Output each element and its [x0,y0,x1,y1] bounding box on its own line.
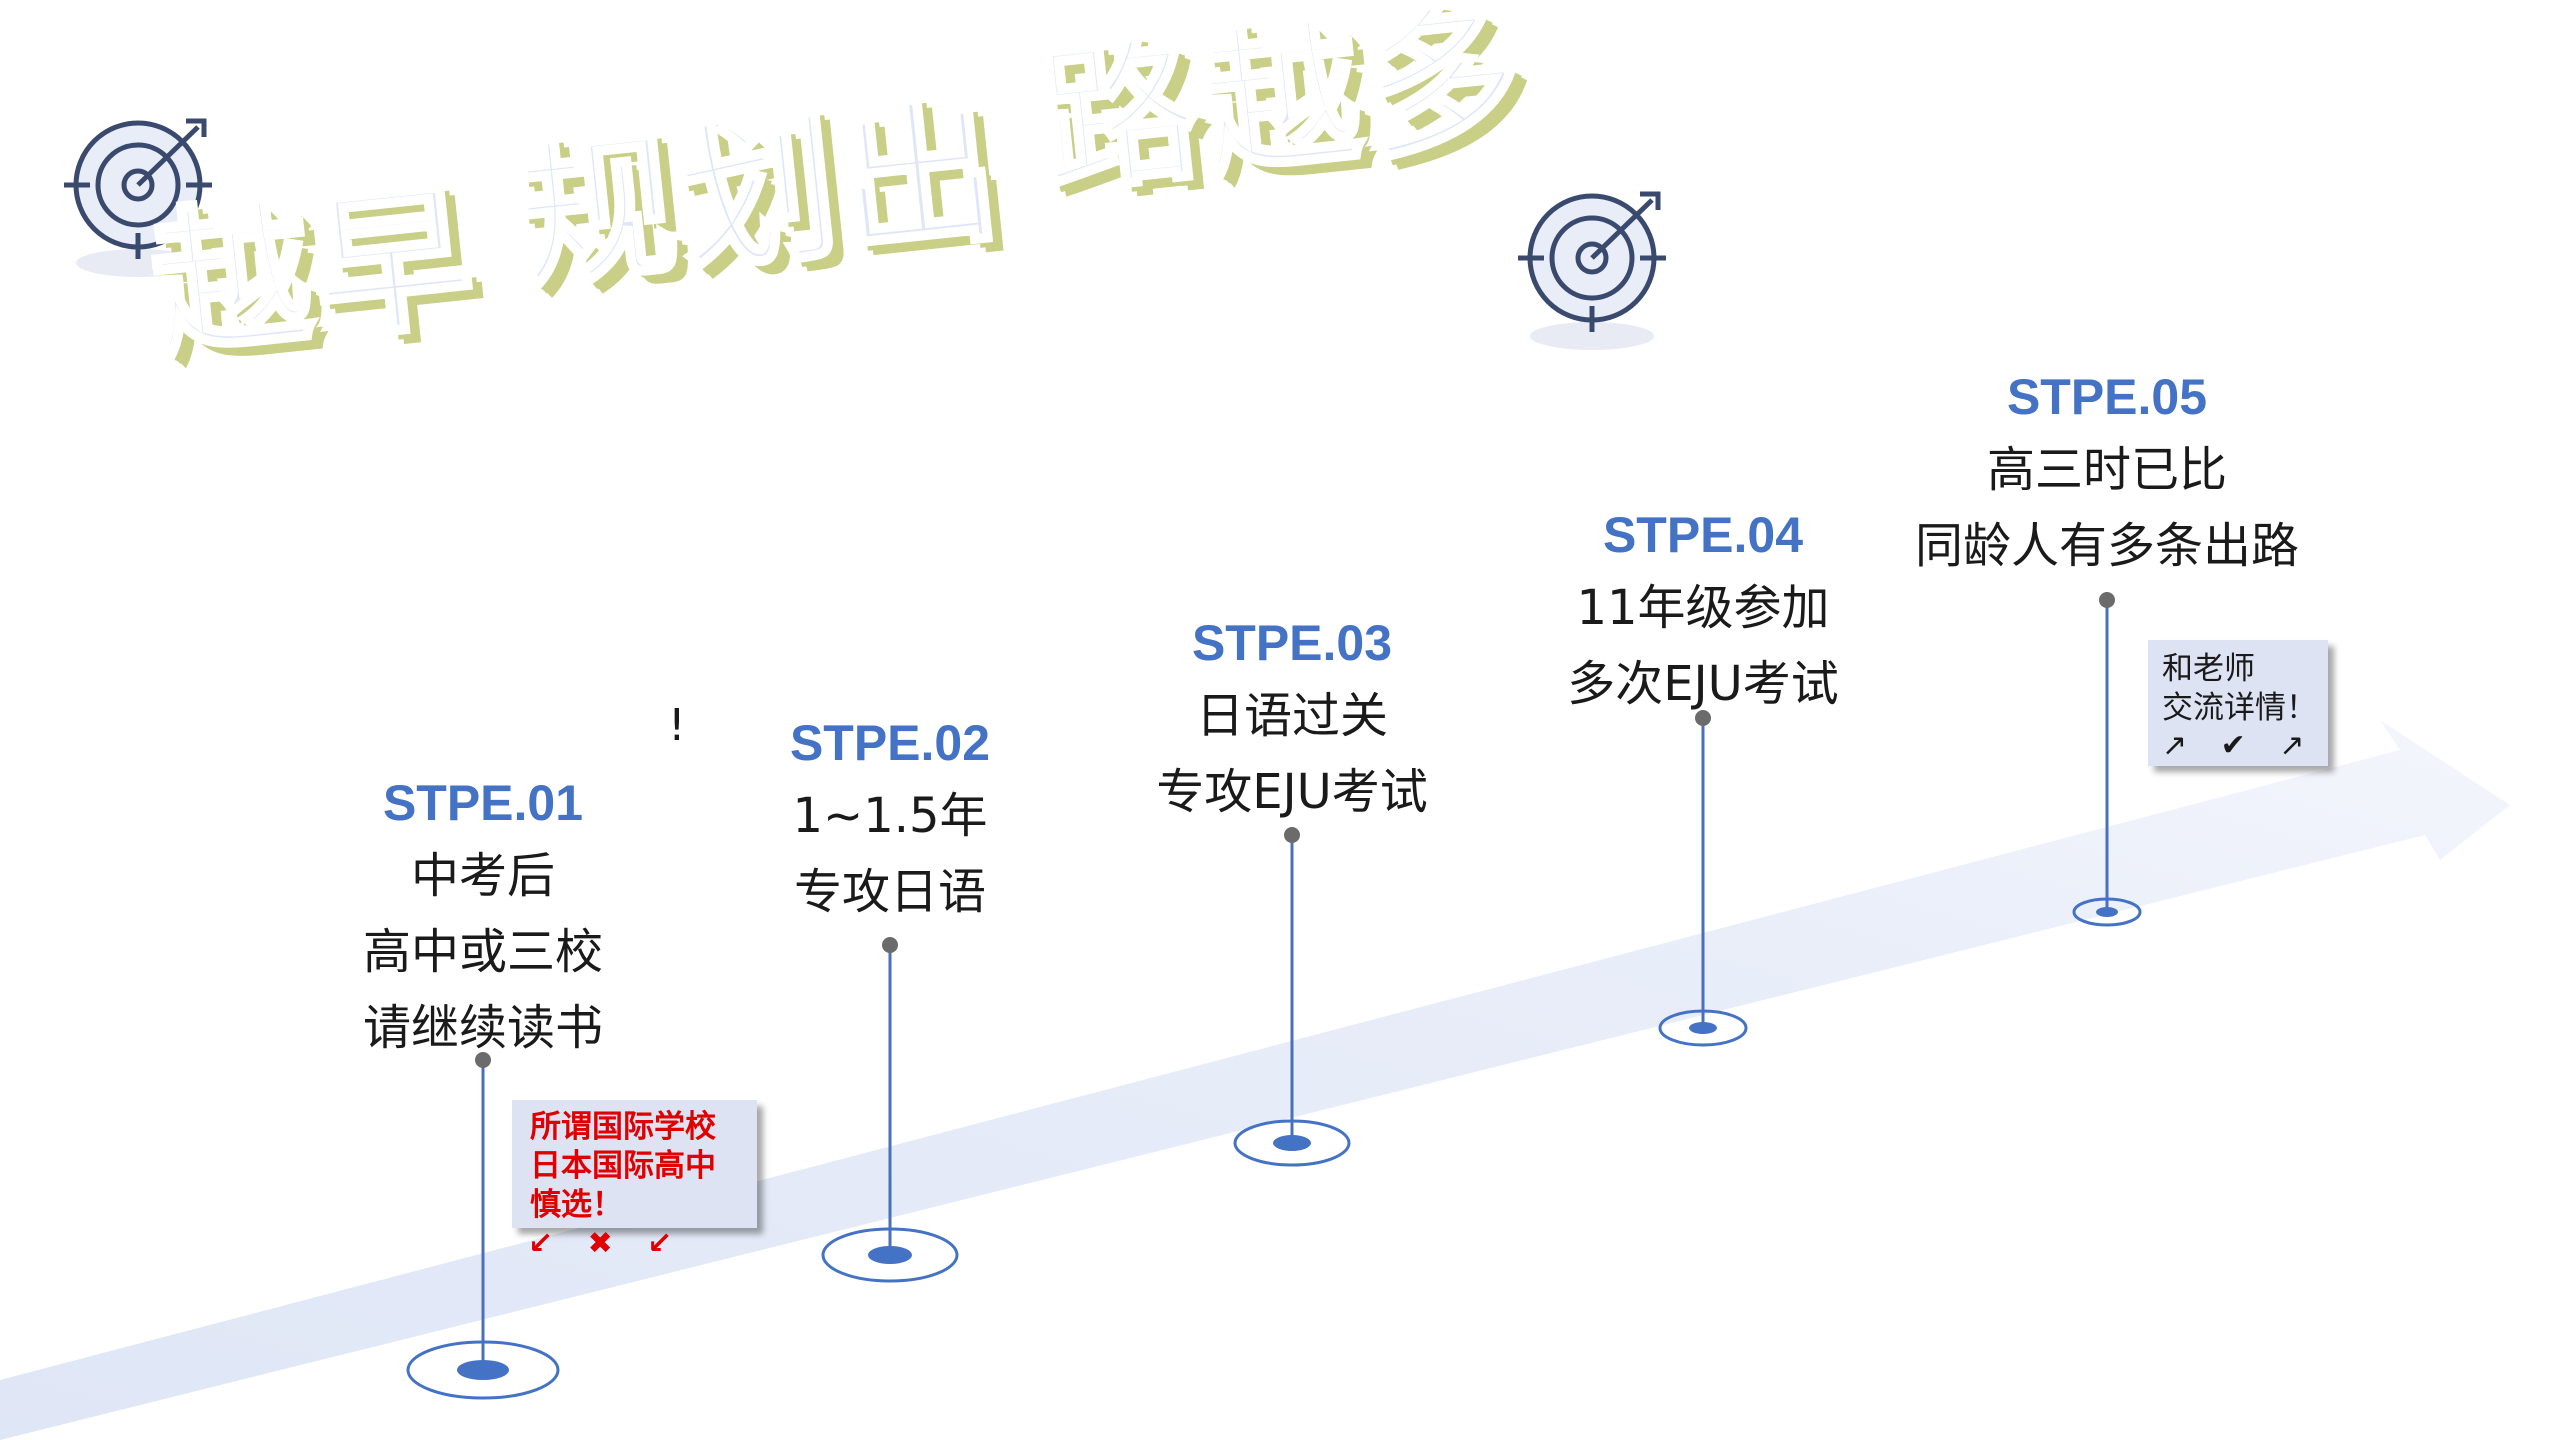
step-05: STPE.05 高三时已比 同龄人有多条出路 [1887,362,2327,584]
step-line: 1~1.5年 [792,788,988,844]
step-line: 日语过关 [1195,688,1388,744]
note-line: 和老师 [2162,651,2255,687]
note-line: 慎选！ [530,1187,623,1223]
warning-arrows: ↙ ✖ ↙ [528,1226,685,1261]
step-line: 专攻EJU考试 [1156,764,1428,820]
title-part-2: 规划出 [506,76,1014,315]
step-line: 专攻日语 [793,864,986,920]
contact-note: 和老师 交流详情！ ↗ ✔ ↗ [2148,640,2328,766]
step-01: STPE.01 中考后 高中或三校 请继续读书 [333,768,633,1066]
target-arrow-icon [64,118,212,277]
note-line: 交流详情！ [2162,690,2317,726]
step-pin-05 [2072,592,2142,927]
step-pin-04 [1658,710,1748,1047]
target-arrow-icon [1518,191,1666,350]
step-label: STPE.04 [1602,507,1804,563]
step-line: 11年级参加 [1576,580,1830,636]
step-line: 同龄人有多条出路 [1914,518,2299,574]
road-band [0,720,2510,1440]
step-line: 高三时已比 [1986,442,2227,498]
step-pin-03 [1233,827,1351,1167]
contact-arrows: ↗ ✔ ↗ [2162,728,2317,763]
step-pin-02 [821,937,959,1283]
note-line: 所谓国际学校 [530,1109,716,1145]
step-label: STPE.05 [2006,369,2208,425]
stray-exclamation: ! [668,700,686,751]
step-line: 多次EJU考试 [1567,656,1839,712]
step-line: 请继续读书 [362,1000,603,1056]
step-04: STPE.04 11年级参加 多次EJU考试 [1523,500,1883,722]
step-line: 中考后 [410,848,555,904]
step-02: STPE.02 1~1.5年 专攻日语 [740,708,1040,930]
step-pin-01 [406,1052,560,1400]
step-label: STPE.02 [789,715,991,771]
title-part-1: 越早 [141,161,487,383]
warning-note: 所谓国际学校 日本国际高中 慎选！ [512,1100,757,1228]
step-line: 高中或三校 [362,924,603,980]
title-part-3: 路越多 [1029,0,1537,219]
step-label: STPE.01 [382,775,584,831]
step-label: STPE.03 [1191,615,1393,671]
note-line: 日本国际高中 [530,1148,716,1184]
step-03: STPE.03 日语过关 专攻EJU考试 [1112,608,1472,830]
